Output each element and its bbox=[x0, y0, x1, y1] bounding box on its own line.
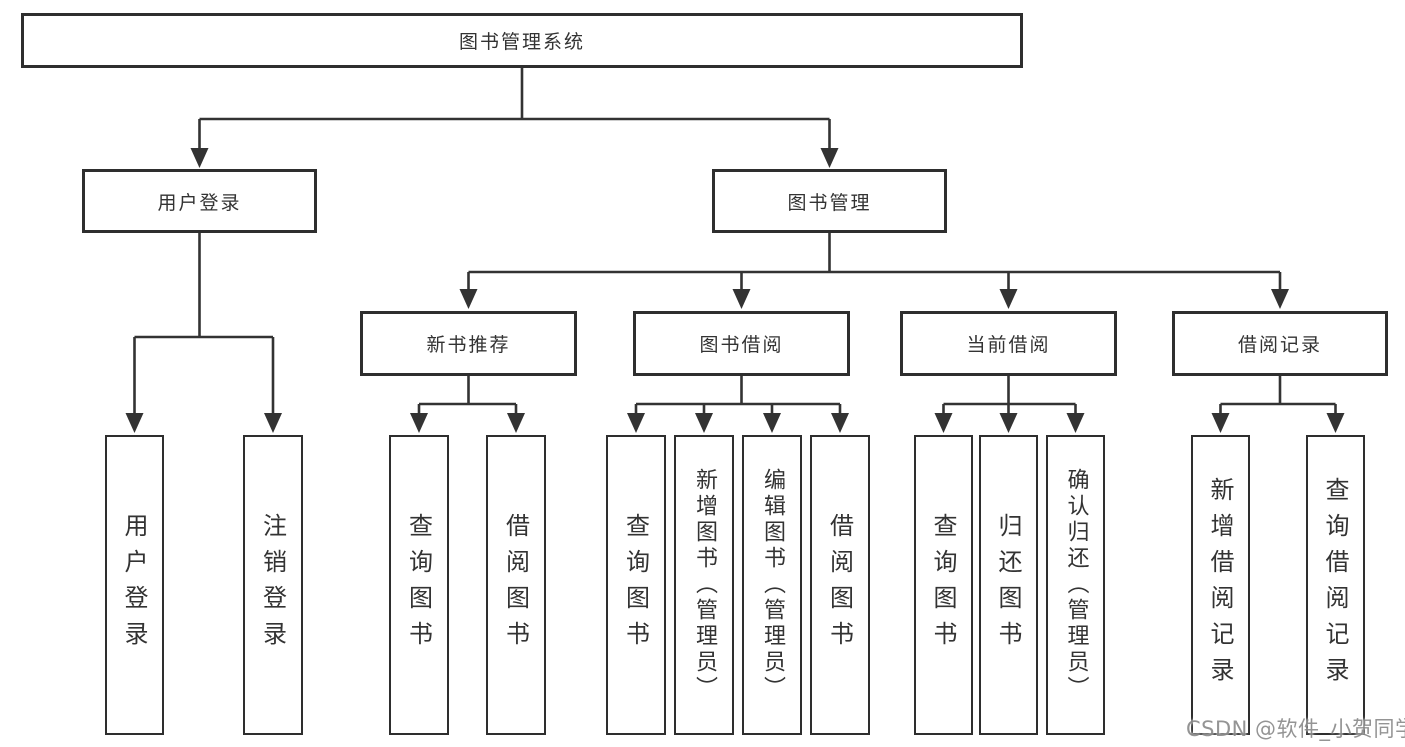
node-leaf-query-book-1: 查询图书 bbox=[389, 435, 449, 735]
node-label: 新增借阅记录 bbox=[1206, 477, 1234, 693]
node-leaf-add-book-admin: 新增图书（管理员） bbox=[674, 435, 734, 735]
arrowhead-icon bbox=[732, 289, 751, 309]
node-label: 归还图书 bbox=[994, 513, 1022, 657]
node-label: 查询图书 bbox=[621, 513, 650, 657]
node-label: 确认归还（管理员） bbox=[1063, 468, 1089, 702]
arrowhead-icon bbox=[190, 148, 209, 168]
node-leaf-query-book-3: 查询图书 bbox=[914, 435, 973, 735]
arrowhead-icon bbox=[459, 289, 478, 309]
arrowhead-icon bbox=[264, 413, 282, 433]
node-current-borrow: 当前借阅 bbox=[900, 311, 1117, 376]
arrowhead-icon bbox=[627, 413, 645, 433]
arrowhead-icon bbox=[1326, 413, 1345, 433]
arrowhead-icon bbox=[999, 413, 1018, 433]
connector-root-split bbox=[190, 68, 839, 168]
node-leaf-borrow-book-2: 借阅图书 bbox=[810, 435, 870, 735]
node-label: 当前借阅 bbox=[966, 334, 1051, 356]
arrowhead-icon bbox=[934, 413, 953, 433]
connector-line bbox=[198, 68, 831, 152]
node-label: 用户登录 bbox=[120, 513, 148, 657]
node-label: 新书推荐 bbox=[426, 334, 511, 356]
connector-line bbox=[417, 376, 518, 418]
node-book-management: 图书管理 bbox=[712, 169, 947, 233]
node-borrow-record: 借阅记录 bbox=[1172, 311, 1388, 376]
connector-line bbox=[1219, 376, 1337, 418]
node-label: 借阅记录 bbox=[1237, 334, 1322, 356]
connector-user-login-split bbox=[125, 233, 282, 433]
arrowhead-icon bbox=[1211, 413, 1230, 433]
node-label: 用户登录 bbox=[157, 191, 242, 214]
arrowhead-icon bbox=[820, 148, 839, 168]
node-label: 图书借阅 bbox=[699, 334, 784, 356]
node-leaf-query-book-2: 查询图书 bbox=[606, 435, 666, 735]
arrowhead-icon bbox=[410, 413, 428, 433]
node-leaf-add-borrow-record: 新增借阅记录 bbox=[1191, 435, 1250, 735]
node-book-borrow: 图书借阅 bbox=[633, 311, 850, 376]
node-label: 借阅图书 bbox=[501, 513, 530, 657]
connector-book-borrow-split bbox=[627, 376, 849, 433]
node-leaf-return-book: 归还图书 bbox=[979, 435, 1038, 735]
node-leaf-user-login: 用户登录 bbox=[105, 435, 164, 735]
node-label: 查询图书 bbox=[404, 513, 433, 657]
node-new-book-recommend: 新书推荐 bbox=[360, 311, 577, 376]
node-label: 查询图书 bbox=[929, 513, 957, 657]
arrowhead-icon bbox=[1271, 289, 1289, 309]
node-label: 新增图书（管理员） bbox=[692, 468, 717, 702]
connector-book-management-split bbox=[459, 233, 1289, 309]
node-label: 编辑图书（管理员） bbox=[760, 468, 785, 702]
connector-borrow-record-split bbox=[1211, 376, 1345, 433]
node-label: 查询借阅记录 bbox=[1321, 477, 1349, 693]
node-label: 借阅图书 bbox=[825, 513, 854, 657]
arrowhead-icon bbox=[125, 413, 144, 433]
connector-current-borrow-split bbox=[934, 376, 1085, 433]
arrowhead-icon bbox=[1066, 413, 1085, 433]
arrowhead-icon bbox=[763, 413, 781, 433]
node-leaf-logout: 注销登录 bbox=[243, 435, 303, 735]
connector-line bbox=[634, 376, 842, 418]
connector-new-book-split bbox=[410, 376, 525, 433]
node-user-login: 用户登录 bbox=[82, 169, 317, 233]
node-leaf-edit-book-admin: 编辑图书（管理员） bbox=[742, 435, 802, 735]
node-label: 注销登录 bbox=[258, 513, 287, 657]
arrowhead-icon bbox=[695, 413, 713, 433]
node-root-system: 图书管理系统 bbox=[21, 13, 1023, 68]
node-leaf-confirm-return-admin: 确认归还（管理员） bbox=[1046, 435, 1105, 735]
node-label: 图书管理 bbox=[787, 191, 872, 214]
node-leaf-borrow-book-1: 借阅图书 bbox=[486, 435, 546, 735]
arrowhead-icon bbox=[999, 289, 1018, 309]
arrowhead-icon bbox=[507, 413, 525, 433]
arrowhead-icon bbox=[831, 413, 849, 433]
connector-line bbox=[133, 233, 275, 418]
node-label: 图书管理系统 bbox=[458, 31, 585, 53]
connector-line bbox=[467, 233, 1282, 294]
node-leaf-query-borrow-record: 查询借阅记录 bbox=[1306, 435, 1365, 735]
connector-line bbox=[942, 376, 1077, 418]
